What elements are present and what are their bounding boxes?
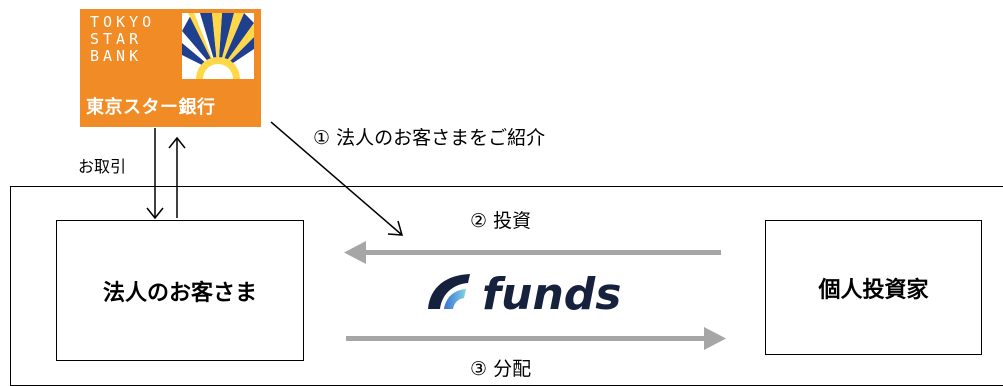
funds-wordmark: funds: [482, 269, 621, 320]
referral-arrow: [270, 121, 404, 236]
distribution-arrow: [346, 327, 726, 350]
investment-arrow: [344, 241, 721, 264]
funds-mark-icon: [428, 274, 470, 309]
individual-investor-box: 個人投資家: [765, 220, 982, 355]
logo-line-2: STAR: [90, 30, 143, 48]
logo-line-3: BANK: [90, 47, 143, 65]
funds-logo: funds: [428, 269, 621, 320]
starburst-icon: [182, 13, 254, 79]
step-3-label: ③ 分配: [470, 358, 532, 380]
logo-english-text: TOKYO STAR BANK: [90, 14, 155, 65]
transaction-label: お取引: [78, 157, 127, 176]
individual-investor-label: 個人投資家: [818, 277, 929, 303]
logo-japanese-text: 東京スター銀行: [86, 97, 216, 118]
corporate-client-box: 法人のお客さま: [56, 220, 304, 361]
tokyo-star-bank-logo: TOKYO STAR BANK 東京スター銀行: [80, 9, 261, 127]
corporate-client-label: 法人のお客さま: [102, 280, 257, 306]
down-arrow-head: [146, 207, 164, 220]
up-arrow-head: [168, 136, 186, 149]
logo-line-1: TOKYO: [90, 13, 156, 31]
transaction-arrows: [146, 128, 186, 220]
step-1-label: ① 法人のお客さまをご紹介: [313, 127, 546, 149]
step-2-label: ② 投資: [470, 210, 532, 232]
